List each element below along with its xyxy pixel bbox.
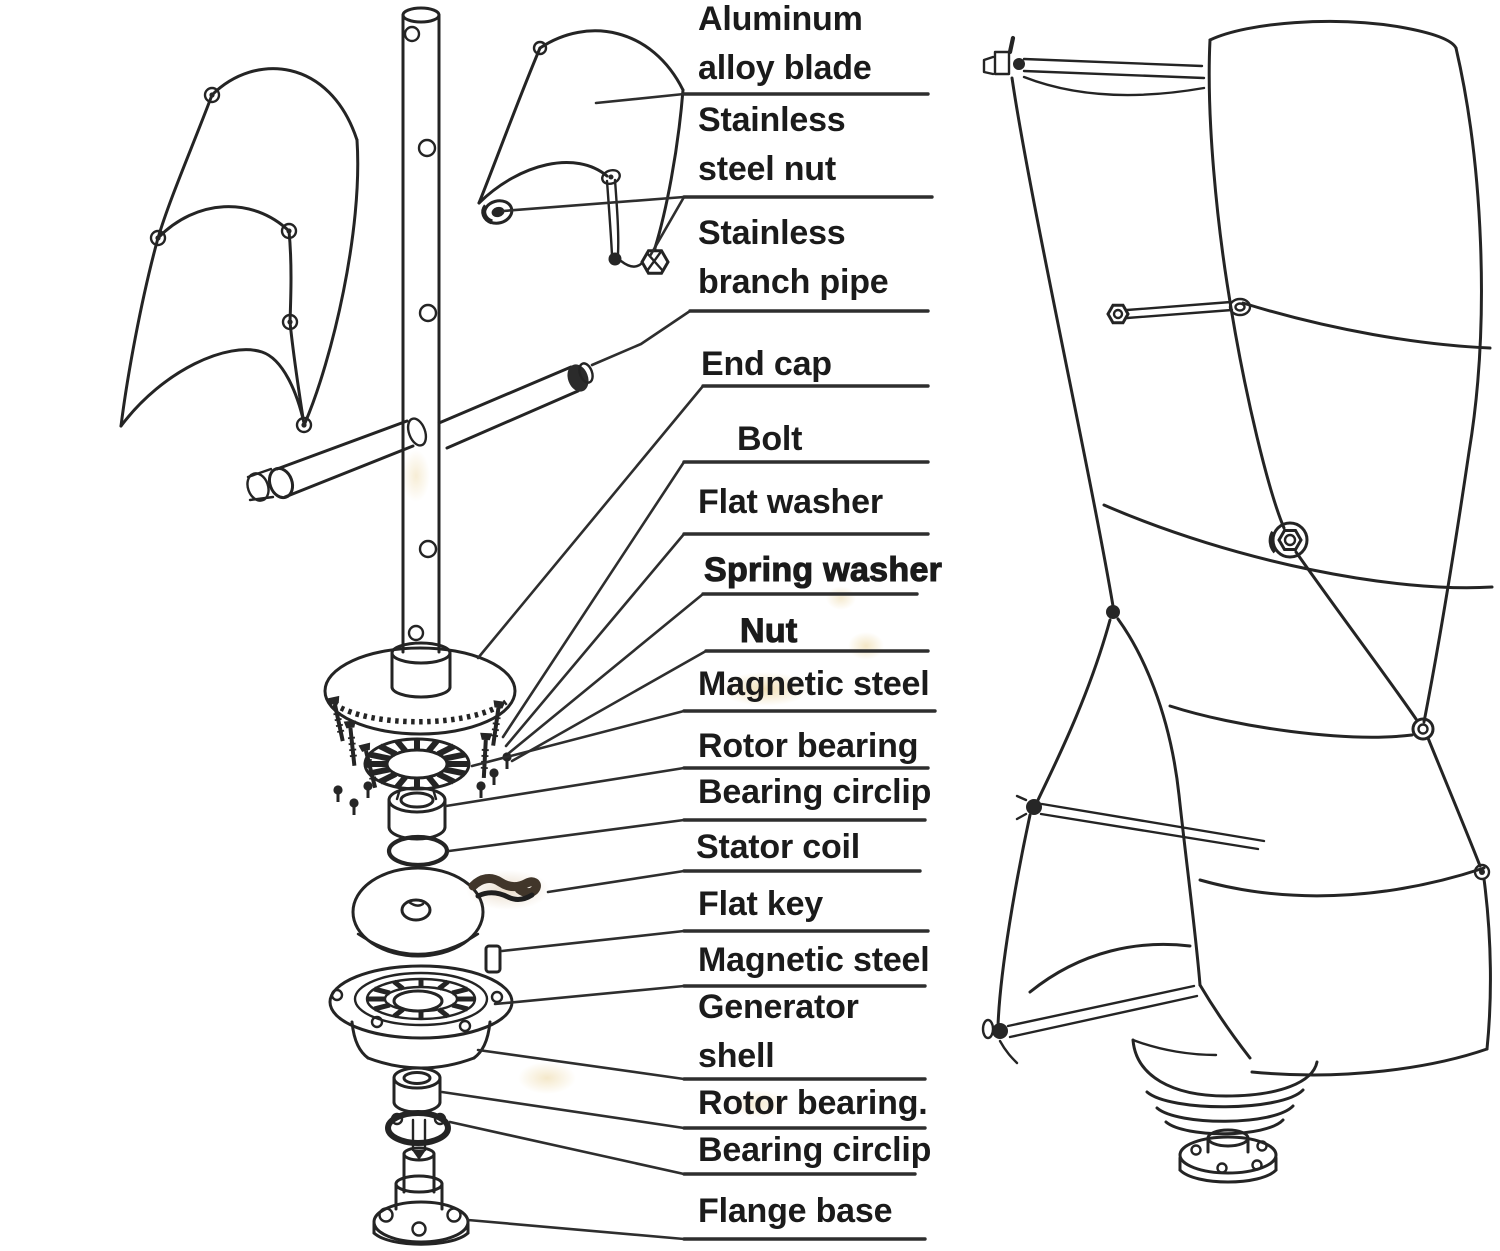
branch-pipe <box>246 362 594 502</box>
label-magnetic-steel-lower: Magnetic steel <box>698 941 930 979</box>
label-flange-base: Flange base <box>698 1192 893 1230</box>
blade-link-rod <box>601 168 644 268</box>
label-nut: Nut <box>739 611 798 650</box>
turbine-generator <box>1131 1038 1319 1184</box>
top-strut <box>982 35 1206 97</box>
left-blade <box>119 67 360 434</box>
label-rotor-bearing-lower: Rotor bearing. <box>698 1084 928 1122</box>
label-bearing-circlip-lower: Bearing circlip <box>698 1131 932 1169</box>
shaft-and-flange-base <box>372 1146 470 1246</box>
label-flat-key: Flat key <box>698 885 824 923</box>
end-cap-part <box>390 641 452 699</box>
right-joint-nut <box>1411 717 1435 741</box>
bearing-circlip-lower-part <box>385 1110 451 1160</box>
label-magnetic-steel-upper: Magnetic steel <box>698 665 930 703</box>
leader-lines <box>440 92 708 1241</box>
blade-rivets <box>149 86 313 434</box>
pipe-end-cap <box>567 364 589 392</box>
label-bolt: Bolt <box>737 420 803 458</box>
label-generator-shell: Generator shell <box>698 988 859 1075</box>
label-rotor-bearing-upper: Rotor bearing <box>698 727 919 765</box>
bolt-cluster-right <box>474 698 514 800</box>
label-spring-washer: Spring washer <box>703 550 943 589</box>
loose-hex-nut <box>640 249 670 275</box>
bearing-circlip-upper-part <box>386 834 450 868</box>
assembled-turbine <box>981 19 1494 1184</box>
bottom-strut <box>981 984 1199 1065</box>
label-stator-coil: Stator coil <box>696 828 861 866</box>
label-aluminum-alloy-blade: Aluminum alloy blade <box>698 0 872 87</box>
lower-mid-strut <box>1015 794 1266 851</box>
rotor-bearing-lower-part <box>392 1066 442 1114</box>
stator-coil-part <box>351 866 541 958</box>
upper-blade <box>477 29 685 275</box>
lower-right-nut <box>1473 863 1491 881</box>
hub-nut <box>481 199 514 225</box>
label-stainless-steel-nut: Stainless steel nut <box>698 101 846 188</box>
edge-nut <box>1106 605 1120 619</box>
label-bearing-circlip-upper: Bearing circlip <box>698 773 932 811</box>
center-hex-nut <box>1268 521 1309 559</box>
flat-key-part <box>484 944 502 974</box>
middle-strut <box>1106 297 1252 325</box>
magnet-ring-upper <box>363 737 471 801</box>
label-flat-washer: Flat washer <box>698 483 883 521</box>
label-stainless-branch-pipe: Stainless branch pipe <box>698 214 889 301</box>
label-underlines <box>682 92 937 1241</box>
center-pole <box>401 6 441 654</box>
rotor-top-plate <box>323 646 517 736</box>
label-end-cap: End cap <box>701 345 832 383</box>
generator-shell-part <box>328 964 514 1070</box>
